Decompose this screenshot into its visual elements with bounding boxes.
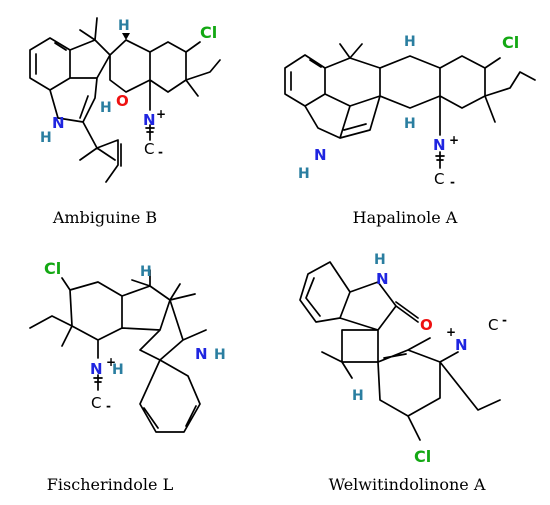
- isonitrile-carbon-label: C: [434, 170, 444, 188]
- positive-charge-label: +: [449, 133, 459, 147]
- caption-ambiguine-b: Ambiguine B: [52, 208, 157, 227]
- structure-fischerindole-l: Cl H H N H N + C - Fischerindole L: [29, 259, 226, 494]
- lactam-nitrogen-label: N: [376, 270, 389, 288]
- indole-nitrogen-label: N: [314, 146, 327, 164]
- hydroxyl-oxygen-label: O: [116, 92, 129, 110]
- positive-charge-label: +: [446, 325, 456, 339]
- negative-charge-label: -: [450, 175, 455, 189]
- chlorine-label: Cl: [414, 447, 431, 466]
- negative-charge-label: -: [502, 313, 507, 327]
- chlorine-label: Cl: [502, 33, 519, 52]
- isonitrile-carbon-label: C: [91, 394, 101, 412]
- caption-fischerindole-l: Fischerindole L: [47, 475, 174, 494]
- isonitrile-nitrogen-label: N: [90, 360, 103, 378]
- structure-welwitindolinone-a: H N O N + C - H Cl Welwitindolinone A: [299, 252, 507, 494]
- positive-charge-label: +: [156, 107, 166, 121]
- stereo-hydrogen-label: H: [352, 388, 364, 404]
- indole-nitrogen-label: N: [52, 114, 65, 132]
- carbonyl-oxygen-label: O: [420, 316, 433, 334]
- isonitrile-carbon-label: C: [144, 140, 154, 158]
- isonitrile-carbon-label: C: [488, 316, 498, 334]
- caption-hapalinole-a: Hapalinole A: [353, 208, 458, 227]
- stereo-hydrogen-top-label: H: [140, 264, 152, 280]
- stereo-hydrogen-top-label: H: [404, 34, 416, 50]
- indole-nitrogen-label: N: [195, 345, 208, 363]
- hydroxyl-hydrogen-label: H: [100, 100, 112, 116]
- stereo-hydrogen-low-label: H: [112, 362, 124, 378]
- lactam-hydrogen-label: H: [374, 252, 386, 268]
- indole-hydrogen-label: H: [40, 130, 52, 146]
- structure-hapalinole-a: Cl H H N H N + C - Hapalinole A: [284, 33, 536, 227]
- stereo-hydrogen-label: H: [118, 18, 130, 34]
- isonitrile-nitrogen-label: N: [143, 111, 156, 129]
- positive-charge-label: +: [106, 355, 116, 369]
- caption-welwitindolinone-a: Welwitindolinone A: [329, 475, 486, 494]
- isonitrile-nitrogen-label: N: [455, 336, 468, 354]
- indole-hydrogen-label: H: [298, 166, 310, 182]
- negative-charge-label: -: [158, 145, 163, 159]
- chlorine-label: Cl: [44, 259, 61, 278]
- chlorine-label: Cl: [200, 23, 217, 42]
- structure-ambiguine-b: Cl N H H H O N + C - Ambiguine B: [29, 17, 221, 227]
- stereo-hydrogen-mid-label: H: [404, 116, 416, 132]
- indole-hydrogen-label: H: [214, 347, 226, 363]
- isonitrile-nitrogen-label: N: [433, 136, 446, 154]
- negative-charge-label: -: [106, 399, 111, 413]
